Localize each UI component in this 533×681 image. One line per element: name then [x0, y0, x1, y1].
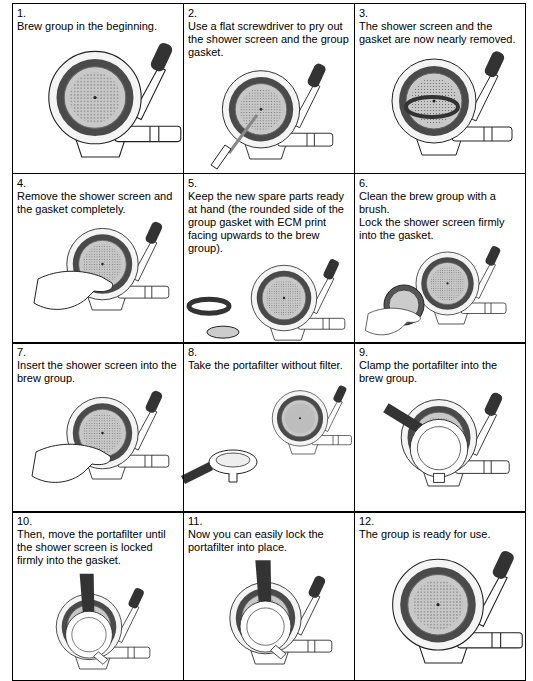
- group-with-portafilter: [230, 560, 332, 664]
- hand: [365, 308, 420, 335]
- step-text: Use a flat screwdriver to pry out the sh…: [188, 20, 350, 59]
- step-number: 5.: [188, 177, 350, 190]
- step-text: The shower screen and the gasket are now…: [359, 20, 521, 46]
- hand: [34, 271, 113, 309]
- step-cell: 12.The group is ready for use.: [354, 511, 526, 681]
- step-cell: 2.Use a flat screwdriver to pry out the …: [183, 3, 355, 174]
- step-illustration: [49, 41, 181, 157]
- step-illustration: [365, 245, 506, 335]
- group-with-portafilter: [56, 574, 150, 669]
- step-illustration: [189, 258, 345, 340]
- step-number: 4.: [17, 177, 179, 190]
- step-illustration: [392, 50, 512, 155]
- step-cell: 11.Now you can easily lock the portafilt…: [183, 511, 355, 681]
- step-number: 11.: [188, 515, 350, 528]
- brew-group: [393, 549, 523, 663]
- step-text: Clean the brew group with a brush.: [359, 190, 521, 216]
- step-text: The group is ready for use.: [359, 528, 521, 541]
- group-with-portafilter: [383, 391, 509, 486]
- portafilter-inner: [216, 453, 250, 467]
- brew-group: [416, 245, 506, 324]
- step-cell: 5.Keep the new spare parts ready at hand…: [183, 173, 355, 344]
- step-illustration: [211, 62, 333, 169]
- step-text: Keep the new spare parts ready at hand (…: [188, 190, 350, 255]
- step-text: Take the portafilter without filter.: [188, 359, 350, 372]
- step-number: 8.: [188, 346, 350, 359]
- screwdriver-handle: [211, 145, 231, 169]
- step-illustration: [393, 549, 523, 663]
- step-illustration: [56, 574, 150, 669]
- brew-group: [272, 384, 351, 454]
- step-text: Lock the shower screen firmly into the g…: [359, 216, 521, 242]
- portafilter-handle: [181, 462, 213, 484]
- step-illustration: [32, 389, 169, 482]
- step-cell: 1.Brew group in the beginning.: [12, 3, 184, 174]
- brew-group: [49, 41, 181, 157]
- step-illustration: [34, 220, 169, 310]
- step-text: Insert the shower screen into the brew g…: [17, 359, 179, 385]
- step-cell: 3.The shower screen and the gasket are n…: [354, 3, 526, 174]
- step-cell: 6.Clean the brew group with a brush.Lock…: [354, 173, 526, 344]
- step-number: 3.: [359, 7, 521, 20]
- step-text: Now you can easily lock the portafilter …: [188, 528, 350, 554]
- step-illustration: [230, 560, 332, 664]
- step-illustration: [181, 384, 351, 484]
- portafilter-basket: [209, 450, 257, 474]
- step-cell: 4.Remove the shower screen and the gaske…: [12, 173, 184, 344]
- step-cell: 7.Insert the shower screen into the brew…: [12, 342, 184, 513]
- screwdriver-shaft: [229, 115, 257, 153]
- portafilter-spout: [229, 473, 237, 482]
- step-text: Then, move the portafilter until the sho…: [17, 528, 179, 567]
- step-text: Brew group in the beginning.: [17, 20, 179, 33]
- hand: [32, 444, 111, 482]
- step-number: 9.: [359, 346, 521, 359]
- step-cell: 9.Clamp the portafilter into the brew gr…: [354, 342, 526, 513]
- step-cell: 10.Then, move the portafilter until the …: [12, 511, 184, 681]
- step-text: Remove the shower screen and the gasket …: [17, 190, 179, 216]
- step-number: 10.: [17, 515, 179, 528]
- step-number: 1.: [17, 7, 179, 20]
- new-shower-screen: [207, 326, 239, 338]
- step-number: 7.: [17, 346, 179, 359]
- loose-gasket: [406, 97, 458, 117]
- step-text: Clamp the portafilter into the brew grou…: [359, 359, 521, 385]
- new-gasket: [189, 299, 229, 313]
- brew-group: [251, 258, 345, 340]
- step-number: 12.: [359, 515, 521, 528]
- step-number: 6.: [359, 177, 521, 190]
- brew-group: [222, 62, 332, 159]
- step-cell: 8.Take the portafilter without filter.: [183, 342, 355, 513]
- step-illustration: [383, 391, 509, 486]
- step-number: 2.: [188, 7, 350, 20]
- brew-group: [392, 50, 512, 155]
